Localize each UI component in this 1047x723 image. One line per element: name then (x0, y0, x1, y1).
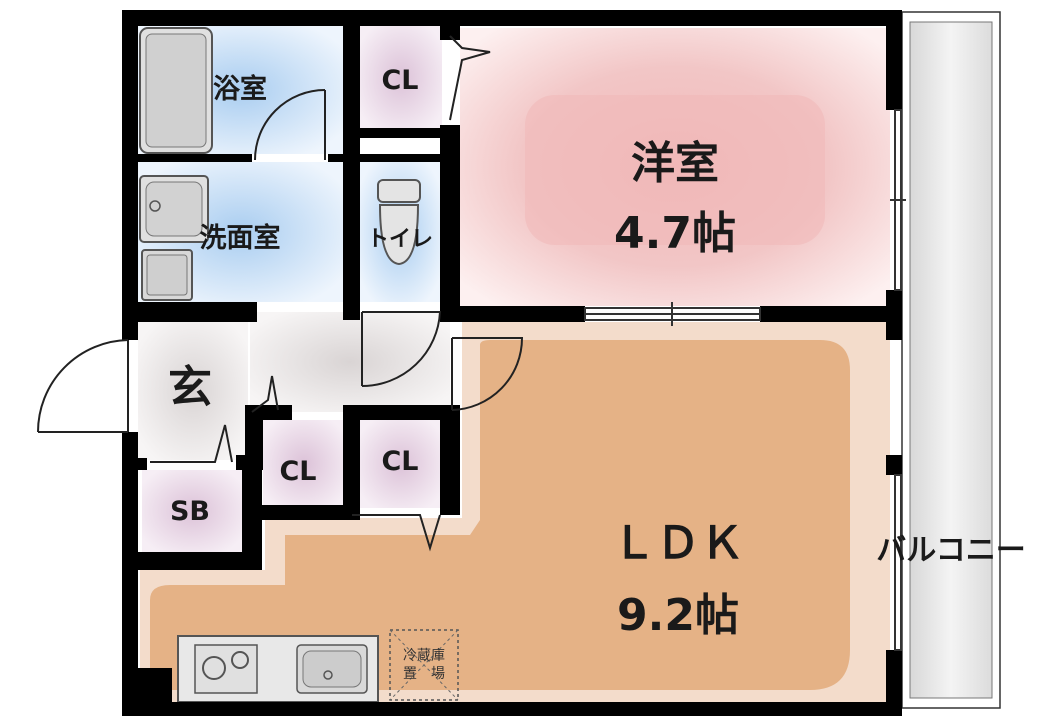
fridge-space (389, 629, 459, 701)
western-room-size: 4.7帖 (614, 208, 736, 259)
toilet-tank (377, 179, 421, 203)
entrance-floor (138, 322, 248, 460)
sliding-door-bedroom[interactable] (584, 302, 761, 326)
windows (890, 109, 906, 651)
toilet-door[interactable] (361, 311, 442, 388)
closet-mid-name: CL (381, 446, 418, 477)
closet-mid-floor (360, 420, 442, 508)
shoebox-floor (142, 470, 242, 552)
closet-left-floor (263, 420, 345, 508)
bath-door[interactable] (254, 89, 326, 161)
toilet-name: トイレ (367, 227, 433, 252)
balcony-name: バルコニー (876, 533, 1025, 568)
shoebox-door[interactable] (150, 424, 233, 463)
closet-top-door[interactable] (449, 35, 491, 121)
hall-floor (250, 312, 450, 412)
stove (194, 644, 258, 694)
ldk-size: 9.2帖 (617, 590, 739, 641)
bedroom-door[interactable] (451, 337, 524, 411)
bath-name: 浴室 (213, 73, 267, 105)
closet-top-floor (360, 26, 442, 130)
closet-mid-door[interactable] (352, 514, 441, 552)
entrance-name: 玄 (168, 362, 212, 413)
closet-top-name: CL (381, 65, 418, 96)
fridge-label-1: 冷蔵庫 (403, 647, 445, 664)
western-room-name: 洋室 (631, 138, 719, 189)
fridge-label-2: 置 場 (403, 666, 445, 682)
shoebox-name: SB (170, 496, 210, 527)
front-door[interactable] (37, 339, 129, 433)
hall-folding-door[interactable] (251, 375, 279, 413)
walls (122, 10, 902, 716)
ldk-name: ＬＤＫ (612, 518, 744, 569)
washroom-name: 洗面室 (200, 222, 281, 254)
closet-left-name: CL (279, 456, 316, 487)
toilet-bowl (378, 204, 420, 266)
